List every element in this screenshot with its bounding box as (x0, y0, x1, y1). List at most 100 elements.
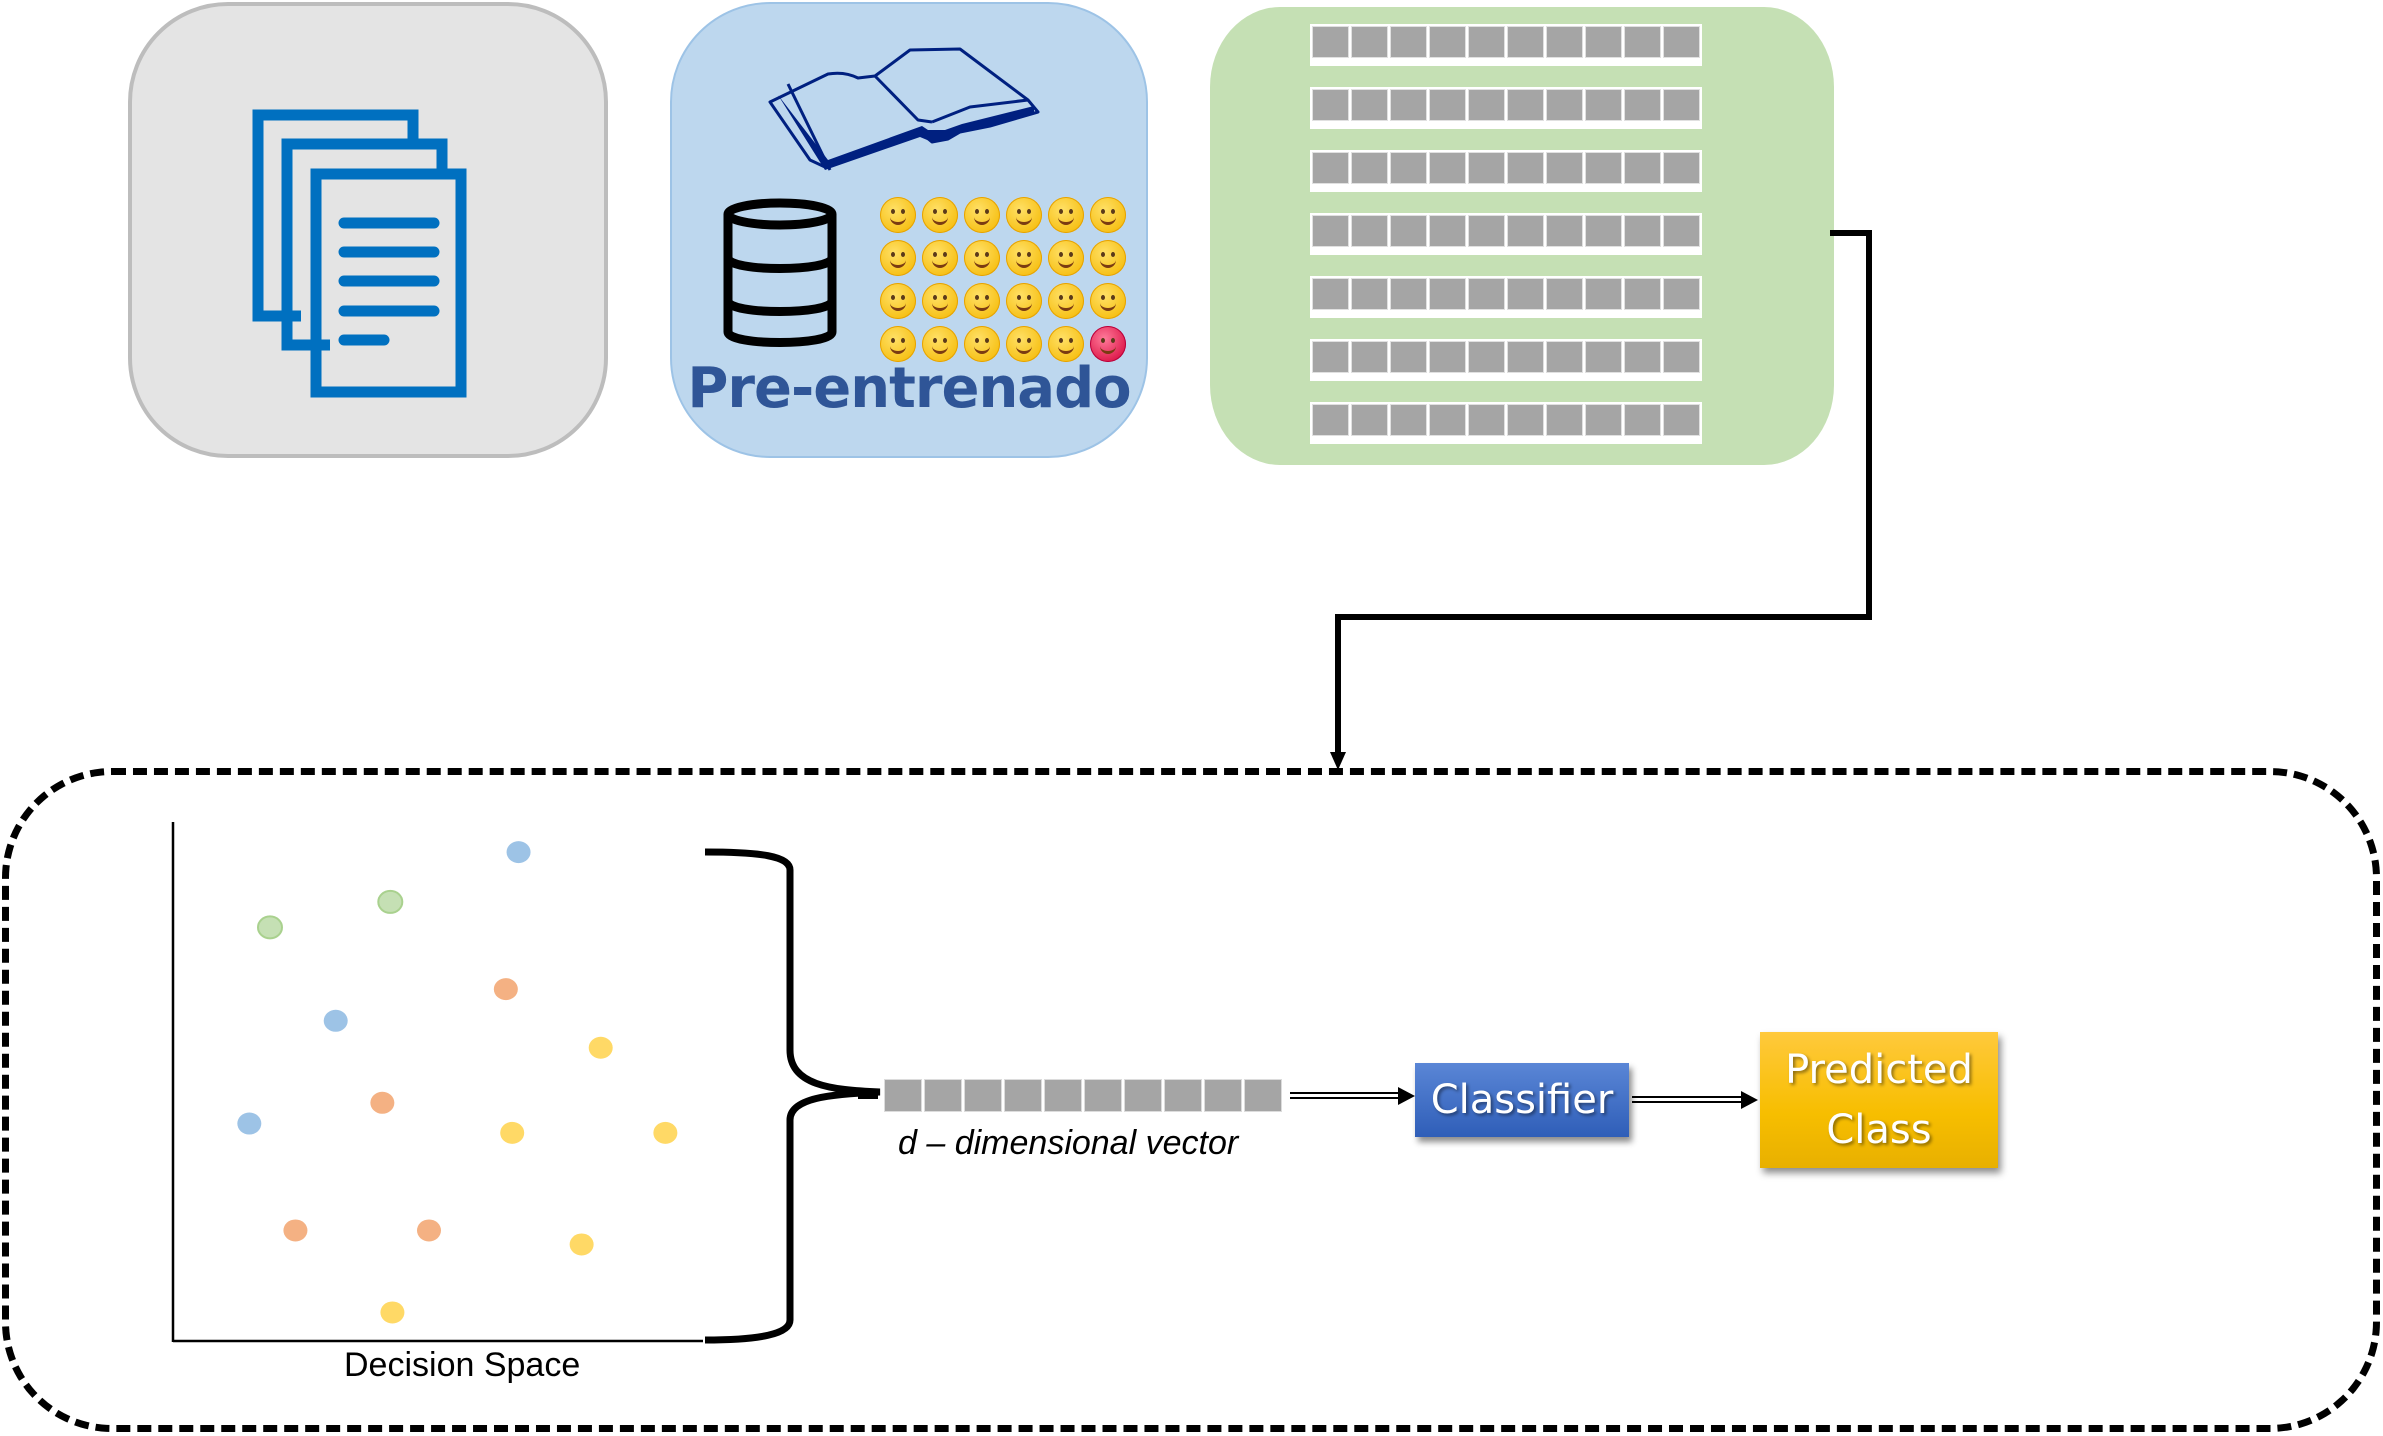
embedding-cell (1585, 341, 1622, 373)
embedding-cell (1585, 152, 1622, 184)
embedding-cell (1507, 26, 1544, 58)
emoji-blushing-icon (964, 197, 1000, 233)
embedding-cell (1312, 215, 1349, 247)
emoji-kissing-heart-icon (1090, 240, 1126, 276)
embedding-cell (1507, 215, 1544, 247)
embedding-cell (1507, 404, 1544, 436)
decision-dashed-container (2, 768, 2380, 1432)
point-green (377, 889, 404, 914)
emoji-kissing-blush-icon (1048, 283, 1084, 319)
embedding-cell (1429, 215, 1466, 247)
point-yellow (653, 1121, 678, 1144)
vector-cell (1004, 1079, 1042, 1112)
emoji-yum-icon (1006, 197, 1042, 233)
embedding-cell (1585, 404, 1622, 436)
vector-cell (1044, 1079, 1082, 1112)
embedding-cell (1429, 26, 1466, 58)
vector-cell (1244, 1079, 1282, 1112)
documents-panel (128, 2, 608, 458)
embedding-cell (1351, 215, 1388, 247)
embedding-cell (1351, 152, 1388, 184)
arrow-head-icon (1330, 752, 1346, 770)
embedding-cell (1351, 278, 1388, 310)
d-dimensional-vector (884, 1079, 1284, 1112)
embedding-cell (1624, 404, 1661, 436)
arrow-to-classifier (1290, 1087, 1415, 1105)
embedding-cell (1390, 152, 1427, 184)
point-green (256, 915, 283, 940)
embedding-cell (1351, 26, 1388, 58)
emoji-wink-icon (922, 283, 958, 319)
embedding-cell (1585, 89, 1622, 121)
embedding-cell (1312, 89, 1349, 121)
embedding-cell (1624, 215, 1661, 247)
vector-cell (1084, 1079, 1122, 1112)
vector-label: d – dimensional vector (898, 1124, 1239, 1162)
embedding-cell (1429, 404, 1466, 436)
embedding-cell (1507, 278, 1544, 310)
point-orange (370, 1091, 395, 1114)
vector-cell (1164, 1079, 1202, 1112)
embedding-cell (1507, 89, 1544, 121)
embedding-cell (1546, 404, 1583, 436)
embedding-cell (1390, 278, 1427, 310)
embedding-cell (1663, 278, 1700, 310)
embedding-cell (1312, 278, 1349, 310)
embedding-cell (1663, 89, 1700, 121)
point-blue (506, 841, 531, 864)
embedding-cell (1585, 26, 1622, 58)
vector-cell (924, 1079, 962, 1112)
embedding-cell (1312, 404, 1349, 436)
open-book-icon (768, 47, 1040, 171)
embedding-cell (1585, 278, 1622, 310)
embedding-cell (1429, 152, 1466, 184)
emoji-tears-of-joy-icon (1048, 197, 1084, 233)
emoji-nerd-glasses-icon (1006, 283, 1042, 319)
connector-line (1335, 230, 1872, 752)
embedding-cell (1624, 89, 1661, 121)
emoji-crying-icon (922, 326, 958, 362)
curly-brace (704, 848, 881, 1344)
emoji-confused-icon (880, 326, 916, 362)
emoji-grimacing-icon (880, 240, 916, 276)
embedding-cell (1546, 26, 1583, 58)
embedding-cell (1429, 341, 1466, 373)
embedding-cell (1585, 215, 1622, 247)
point-blue (237, 1112, 262, 1135)
embedding-cell (1390, 89, 1427, 121)
predicted-label-line2: Class (1826, 1107, 1932, 1153)
emoji-flushed-icon (1090, 197, 1126, 233)
embedding-cell (1468, 278, 1505, 310)
embedding-cell (1663, 404, 1700, 436)
embedding-cell (1390, 404, 1427, 436)
embedding-cell (1546, 152, 1583, 184)
embedding-cell (1624, 278, 1661, 310)
embedding-row (1310, 213, 1702, 255)
emoji-angry-icon (1090, 326, 1126, 362)
embedding-cell (1546, 215, 1583, 247)
point-yellow (380, 1301, 405, 1324)
embedding-row (1310, 276, 1702, 318)
embedding-cell (1546, 278, 1583, 310)
classifier-label: Classifier (1430, 1077, 1614, 1123)
emoji-halo-icon (1006, 240, 1042, 276)
decision-space-label: Decision Space (344, 1346, 581, 1384)
embedding-cell (1312, 341, 1349, 373)
point-orange (416, 1219, 441, 1242)
emoji-relieved-icon (880, 283, 916, 319)
point-orange (283, 1219, 308, 1242)
embedding-cell (1624, 26, 1661, 58)
embedding-cell (1546, 89, 1583, 121)
embedding-cell (1546, 341, 1583, 373)
embedding-cell (1390, 341, 1427, 373)
point-yellow (569, 1233, 594, 1256)
emoji-grinning-icon (880, 197, 916, 233)
scatter-points (237, 841, 678, 1324)
embedding-cell (1468, 215, 1505, 247)
embedding-cell (1663, 152, 1700, 184)
point-blue (323, 1009, 348, 1032)
database-icon (723, 198, 837, 347)
embedding-row (1310, 339, 1702, 381)
embedding-cell (1468, 26, 1505, 58)
emoji-tongue-out-icon (964, 283, 1000, 319)
